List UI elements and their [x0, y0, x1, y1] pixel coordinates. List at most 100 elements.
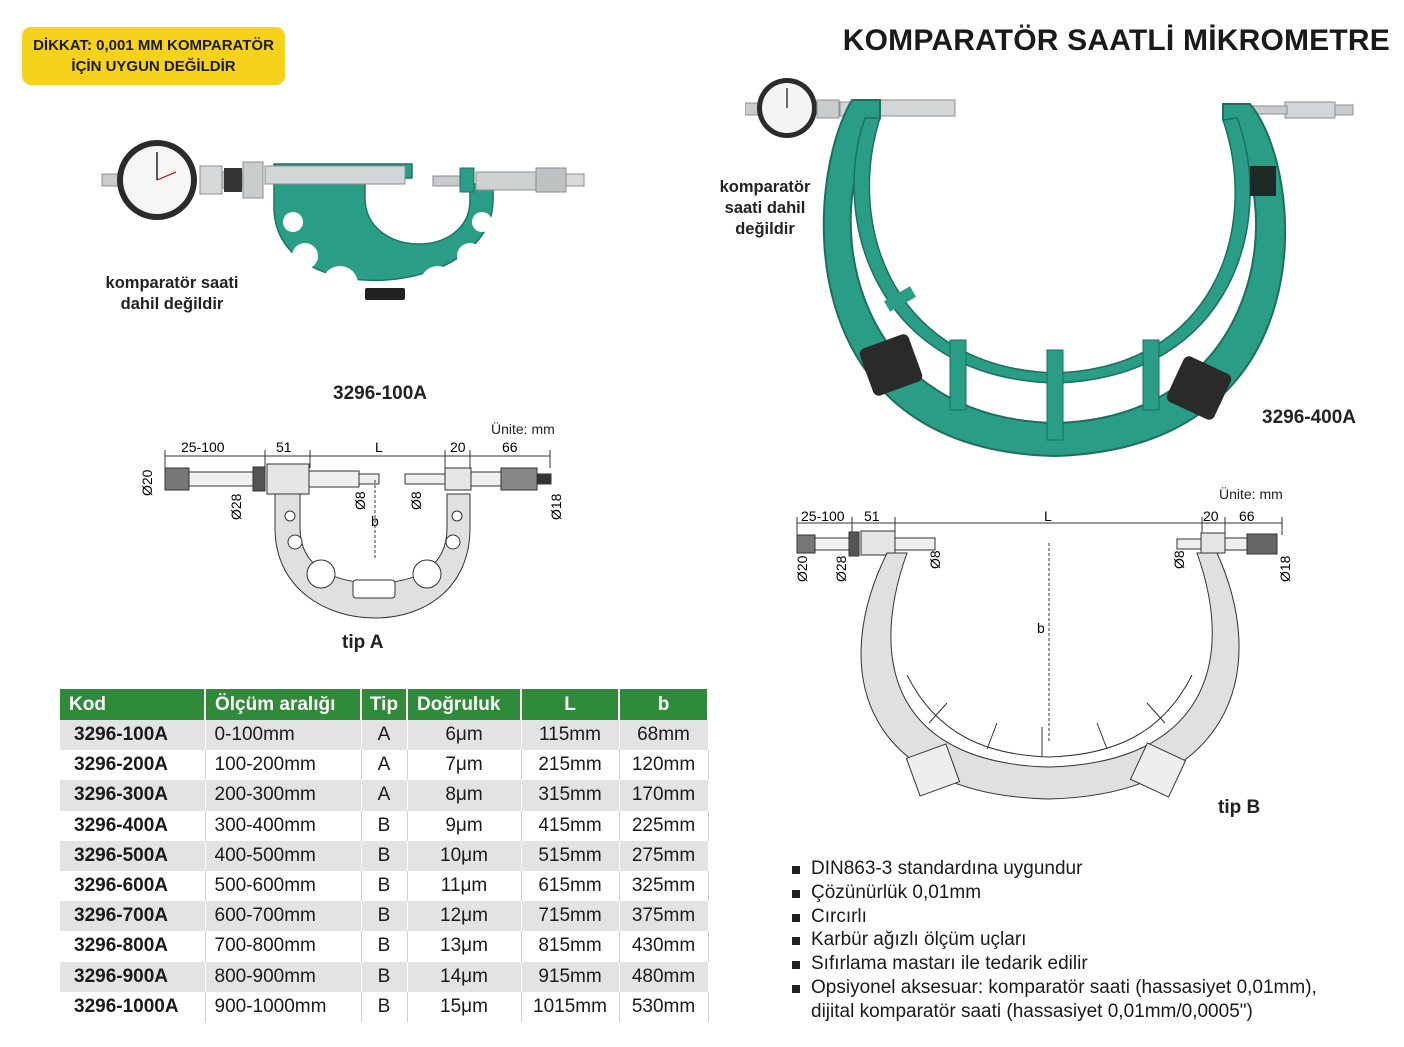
cell-kod: 3296-600A — [60, 870, 206, 902]
feature-item-continuation: dijital komparatör saati (hassasiyet 0,0… — [811, 1000, 1253, 1022]
warning-badge: DİKKAT: 0,001 MM KOMPARATÖR İÇİN UYGUN D… — [22, 27, 285, 85]
table-header-range: Ölçüm aralığı — [205, 689, 362, 720]
diagram-b-caption: tip B — [1218, 797, 1261, 818]
technical-drawing-type-b: 25-100 51 L 20 66 b Ø20 Ø28 Ø8 Ø8 Ø18 — [794, 508, 1293, 800]
cell-accuracy: 7μm — [407, 750, 522, 781]
diagram-a-dim-66: 66 — [502, 439, 518, 455]
diagram-b-unit: Ünite: mm — [1219, 486, 1283, 502]
cell-b: 375mm — [619, 901, 709, 932]
cell-accuracy: 10μm — [407, 840, 522, 871]
cell-range: 900-1000mm — [205, 991, 362, 1022]
table-row: 3296-200A 100-200mm A 7μm 215mm 120mm — [60, 750, 709, 781]
feature-item: DIN863-3 standardına uygundur — [792, 857, 1317, 881]
cell-type: A — [361, 780, 408, 811]
table-row: 3296-400A 300-400mm B 9μm 415mm 225mm — [60, 810, 709, 841]
cell-kod: 3296-700A — [60, 901, 206, 932]
cell-b: 225mm — [619, 810, 709, 841]
table-row: 3296-600A 500-600mm B 11μm 615mm 325mm — [60, 870, 709, 902]
diagram-b-dim-20: 20 — [1203, 508, 1219, 524]
product-b-model: 3296-400A — [1262, 407, 1357, 428]
cell-L: 615mm — [521, 870, 620, 902]
cell-kod: 3296-500A — [60, 840, 206, 871]
diagram-a-dia28: Ø28 — [228, 493, 244, 520]
cell-kod: 3296-300A — [60, 780, 206, 811]
cell-b: 170mm — [619, 780, 709, 811]
spec-table: Kod Ölçüm aralığı Tip Doğruluk L b 3296-… — [60, 689, 709, 1022]
diagram-a-dim-range: 25-100 — [181, 439, 225, 455]
table-row: 3296-800A 700-800mm B 13μm 815mm 430mm — [60, 931, 709, 962]
cell-kod: 3296-800A — [60, 931, 206, 962]
table-header-accuracy: Doğruluk — [407, 689, 522, 720]
cell-type: B — [361, 840, 408, 871]
cell-kod: 3296-200A — [60, 750, 206, 781]
cell-b: 275mm — [619, 840, 709, 871]
diagram-a-dia8-left: Ø8 — [352, 491, 368, 510]
cell-L: 215mm — [521, 750, 620, 781]
diagram-a-caption: tip A — [342, 632, 384, 653]
cell-accuracy: 9μm — [407, 810, 522, 841]
cell-kod: 3296-100A — [60, 720, 206, 751]
diagram-a-dim-20: 20 — [450, 439, 466, 455]
diagram-b-dim-L: L — [1044, 508, 1052, 524]
cell-type: A — [361, 750, 408, 781]
diagram-a-dim-51: 51 — [276, 439, 292, 455]
cell-b: 325mm — [619, 870, 709, 902]
cell-accuracy: 11μm — [407, 870, 522, 902]
cell-accuracy: 6μm — [407, 720, 522, 751]
cell-L: 115mm — [521, 720, 620, 751]
product-b-note: komparatör saati dahil değildir — [700, 177, 830, 240]
product-b-note-line-3: değildir — [735, 220, 795, 238]
diagram-b-dim-66: 66 — [1239, 508, 1255, 524]
diagram-b-dim-51: 51 — [864, 508, 880, 524]
diagram-b-dia20: Ø20 — [794, 555, 810, 582]
diagram-b-dia8-left: Ø8 — [927, 550, 943, 569]
diagram-a-dia18: Ø18 — [548, 493, 564, 520]
cell-L: 415mm — [521, 810, 620, 841]
product-a-note: komparatör saati dahil değildir — [82, 273, 262, 315]
product-b-note-line-1: komparatör — [719, 178, 811, 196]
table-row: 3296-900A 800-900mm B 14μm 915mm 480mm — [60, 961, 709, 992]
cell-b: 68mm — [619, 720, 709, 751]
cell-type: B — [361, 810, 408, 841]
table-header-b: b — [619, 689, 709, 720]
cell-L: 715mm — [521, 901, 620, 932]
table-header-row: Kod Ölçüm aralığı Tip Doğruluk L b — [60, 689, 709, 720]
cell-b: 430mm — [619, 931, 709, 962]
cell-kod: 3296-1000A — [60, 991, 206, 1022]
cell-accuracy: 15μm — [407, 991, 522, 1022]
product-a-note-line-1: komparatör saati — [105, 274, 239, 292]
cell-b: 530mm — [619, 991, 709, 1022]
feature-item: Çözünürlük 0,01mm — [792, 881, 1317, 905]
product-image-3296-100A — [101, 140, 585, 302]
diagram-b-dia28: Ø28 — [833, 555, 849, 582]
warning-line-2: İÇİN UYGUN DEĞİLDİR — [71, 58, 236, 75]
cell-kod: 3296-400A — [60, 810, 206, 841]
cell-b: 480mm — [619, 961, 709, 992]
cell-range: 500-600mm — [205, 870, 362, 902]
feature-item: Sıfırlama mastarı ile tedarik edilir — [792, 952, 1317, 976]
cell-range: 600-700mm — [205, 901, 362, 932]
cell-kod: 3296-900A — [60, 961, 206, 992]
cell-accuracy: 14μm — [407, 961, 522, 992]
feature-list: DIN863-3 standardına uygundur Çözünürlük… — [792, 857, 1317, 1024]
cell-L: 815mm — [521, 931, 620, 962]
cell-accuracy: 13μm — [407, 931, 522, 962]
diagram-a-dim-b: b — [371, 513, 379, 529]
cell-range: 700-800mm — [205, 931, 362, 962]
table-row: 3296-500A 400-500mm B 10μm 515mm 275mm — [60, 840, 709, 871]
cell-type: B — [361, 901, 408, 932]
diagram-b-dim-range: 25-100 — [801, 508, 845, 524]
diagram-b-dia18: Ø18 — [1277, 555, 1293, 582]
table-header-type: Tip — [361, 689, 408, 720]
cell-range: 0-100mm — [205, 720, 362, 751]
warning-line-1: DİKKAT: 0,001 MM KOMPARATÖR — [33, 37, 274, 54]
table-header-L: L — [521, 689, 620, 720]
cell-L: 315mm — [521, 780, 620, 811]
cell-type: B — [361, 931, 408, 962]
cell-range: 800-900mm — [205, 961, 362, 992]
diagram-a-unit: Ünite: mm — [491, 421, 555, 437]
cell-type: B — [361, 991, 408, 1022]
cell-accuracy: 12μm — [407, 901, 522, 932]
product-a-model: 3296-100A — [333, 383, 428, 404]
cell-L: 1015mm — [521, 991, 620, 1022]
